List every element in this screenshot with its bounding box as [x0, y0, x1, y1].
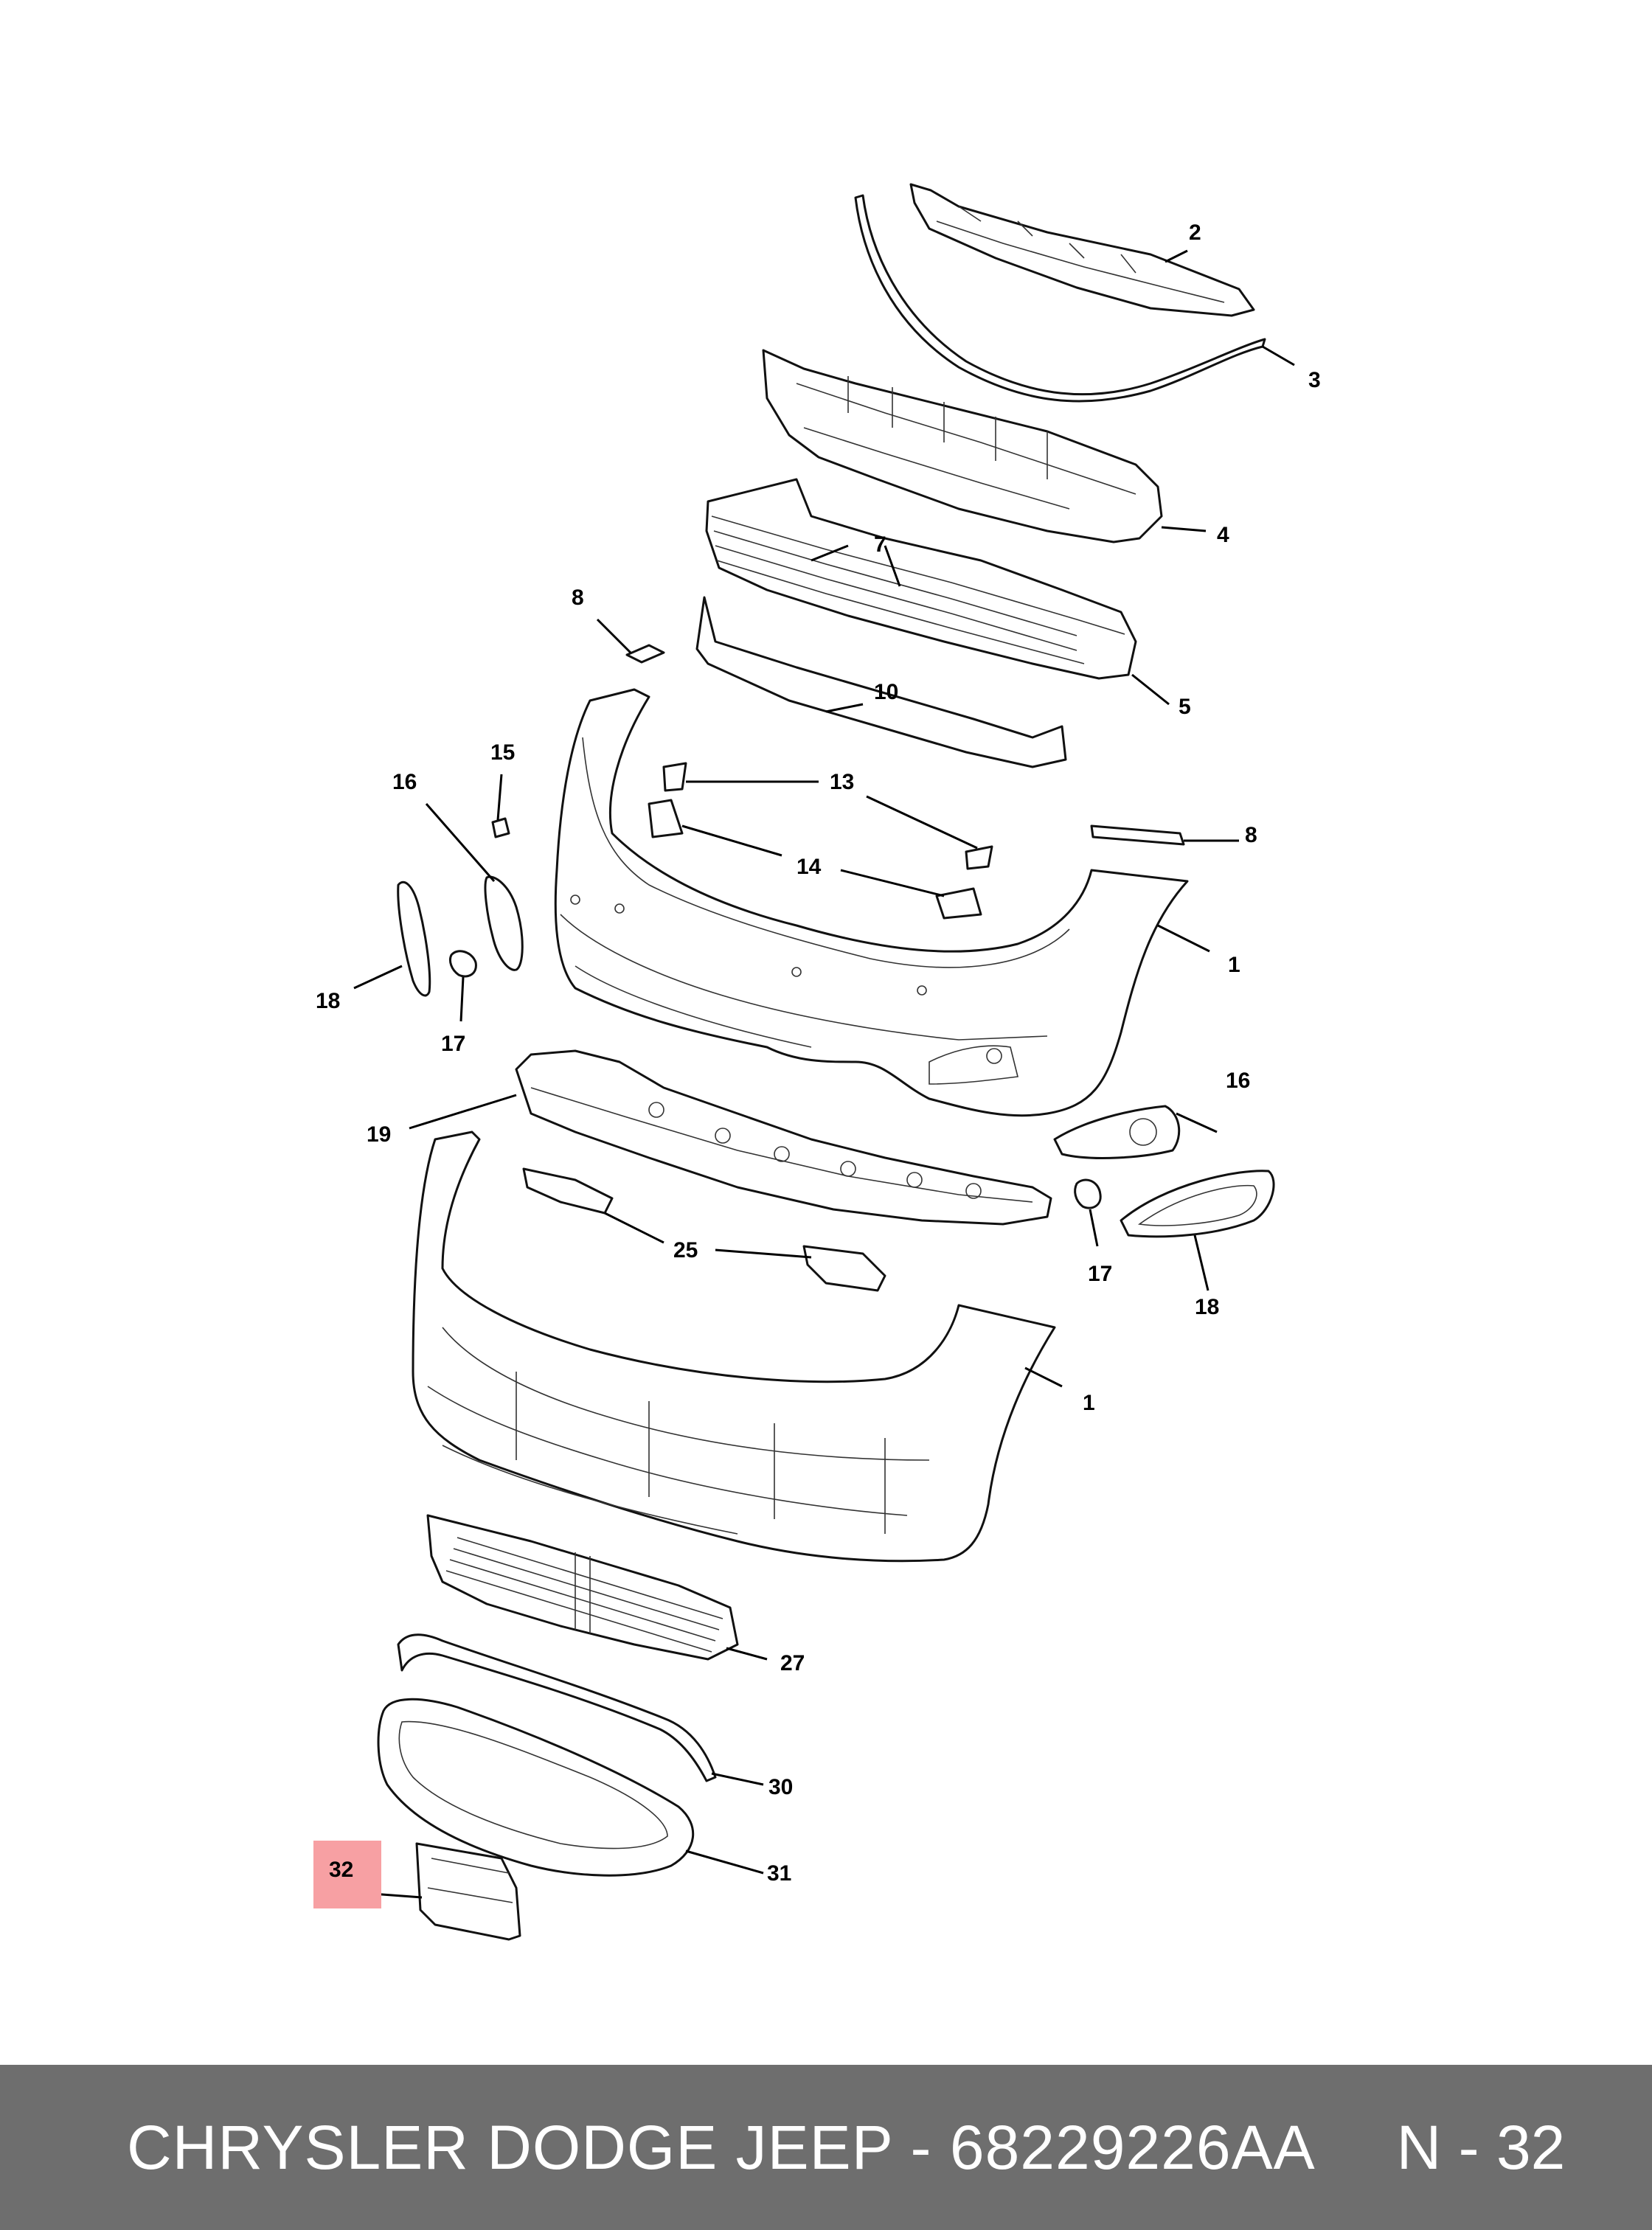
part-16-fog-bezel-left: [484, 875, 524, 971]
part-4-energy-absorber: [762, 349, 1163, 543]
callout-5: 5: [1179, 695, 1191, 719]
callout-18-left: 18: [316, 989, 340, 1013]
callout-32: 32: [329, 1858, 353, 1882]
callout-17-right: 17: [1088, 1262, 1112, 1286]
callout-7: 7: [874, 532, 886, 557]
callout-18-right: 18: [1195, 1295, 1219, 1319]
part-17-fog-lamp-left: [448, 950, 477, 978]
callout-15: 15: [490, 740, 515, 765]
callout-31: 31: [767, 1861, 791, 1886]
callout-25: 25: [673, 1238, 698, 1262]
part-1-upper-fascia: [554, 688, 1189, 1117]
part-10-lower-bar: [695, 596, 1067, 768]
part-5-reinforcement-beam: [705, 478, 1137, 680]
callout-17-left: 17: [441, 1032, 465, 1056]
part-2-upper-shield: [909, 183, 1255, 317]
callout-19: 19: [367, 1122, 391, 1147]
callout-30: 30: [768, 1775, 793, 1799]
leader-lines: [353, 249, 1295, 1899]
callout-2: 2: [1189, 220, 1201, 245]
callout-16-left: 16: [392, 770, 417, 794]
part-14-mount-left: [648, 799, 684, 838]
part-32-license-bracket: [415, 1842, 521, 1941]
callout-14: 14: [796, 855, 822, 879]
part-17-fog-lamp-right: [1074, 1178, 1102, 1209]
part-25-bracket-right: [802, 1245, 886, 1292]
part-1-lower-fascia: [412, 1130, 1056, 1563]
part-18-bezel-trim-left: [397, 880, 431, 997]
part-19-lower-shield: [515, 1049, 1052, 1226]
callout-10: 10: [874, 680, 898, 704]
part-8-clip-right: [1090, 824, 1185, 846]
part-25-bracket-left: [522, 1167, 614, 1215]
diagram-area: 2 3 4 5 7 8 8 10 13 14 15 16 16 17 17 18…: [313, 183, 1321, 1941]
exploded-parts-diagram: 2 3 4 5 7 8 8 10 13 14 15 16 16 17 17 18…: [313, 183, 1321, 1941]
part-30-grille-surround: [397, 1633, 717, 1782]
part-number-label: CHRYSLER DODGE JEEP - 68229226AA: [127, 2112, 1316, 2182]
footer-bar: CHRYSLER DODGE JEEP - 68229226AA N - 32: [0, 2065, 1652, 2230]
callout-3: 3: [1308, 368, 1321, 392]
callout-1-lower: 1: [1083, 1391, 1095, 1415]
part-14-mount-right: [935, 887, 982, 920]
part-16-fog-bezel-right: [1053, 1105, 1181, 1159]
part-13-bracket-left: [662, 762, 687, 792]
part-13-bracket-right: [965, 845, 993, 870]
part-18-bezel-trim-right: [1120, 1170, 1275, 1238]
part-31-lower-grille: [377, 1698, 695, 1877]
callout-13: 13: [830, 770, 854, 794]
page-reference-label: N - 32: [1396, 2112, 1566, 2182]
part-8-clip-left: [625, 644, 665, 664]
callout-27: 27: [780, 1651, 805, 1675]
part-32-highlight: [313, 1841, 381, 1908]
callout-8-left: 8: [572, 586, 584, 610]
callout-8-right: 8: [1245, 823, 1257, 847]
callout-4: 4: [1217, 523, 1229, 547]
callout-1-upper: 1: [1228, 953, 1240, 977]
part-27-grille-shutter: [426, 1514, 739, 1661]
callout-16-right: 16: [1226, 1069, 1250, 1093]
part-15-clip: [491, 817, 510, 838]
